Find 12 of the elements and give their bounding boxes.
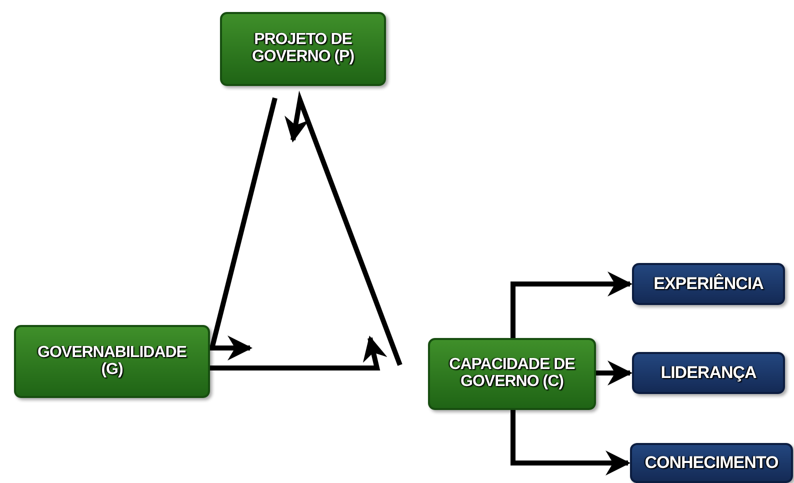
concept-box: PROJETO DE GOVERNO (P) (220, 12, 386, 86)
attribute-box: CONHECIMENTO (630, 443, 793, 483)
concept-box: CAPACIDADE DE GOVERNO (C) (428, 338, 596, 410)
arrow (284, 90, 402, 366)
arrow (510, 272, 632, 338)
concept-box: GOVERNABILIDADE (G) (14, 325, 210, 398)
attribute-box: LIDERANÇA (632, 352, 785, 394)
arrow (596, 360, 632, 386)
arrow (510, 410, 630, 476)
arrow (210, 336, 388, 370)
attribute-box: EXPERIÊNCIA (632, 263, 785, 305)
arrow (208, 97, 278, 360)
